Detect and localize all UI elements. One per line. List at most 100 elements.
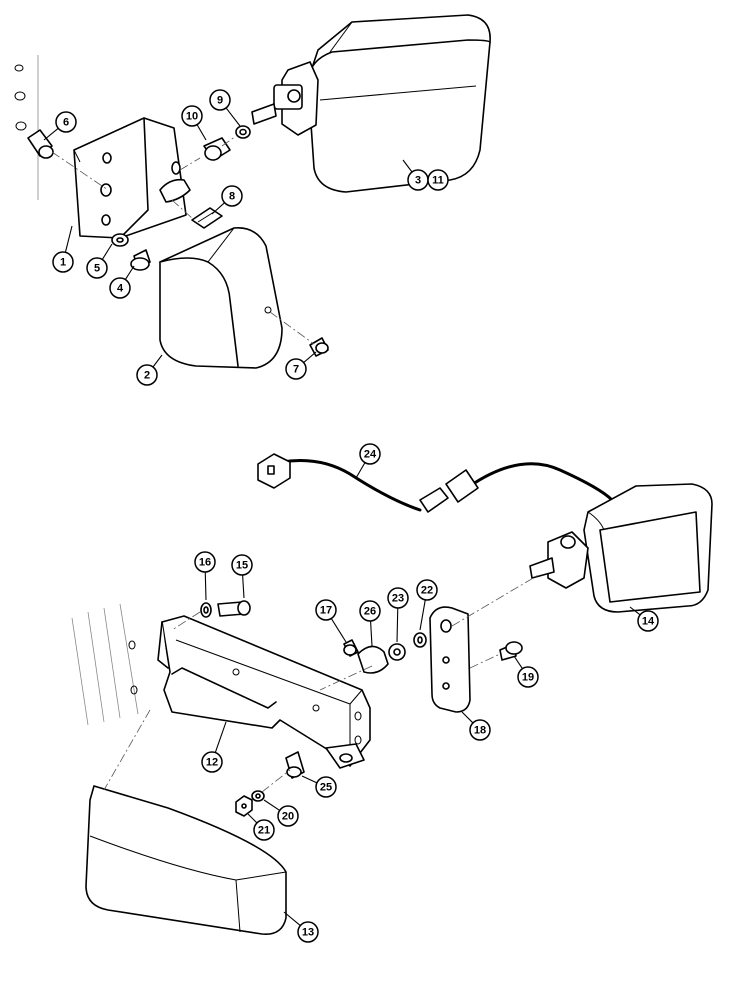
callout-circle [416,579,438,601]
callout-circle [297,921,319,943]
callout-number: 20 [282,811,294,823]
callout-circle [181,105,203,127]
leader-line [152,354,163,368]
callout-number: 14 [642,616,655,628]
callout-circle [86,257,108,279]
callout-circle [55,111,77,133]
leader-line [43,127,59,141]
callout-number: 4 [117,283,124,295]
leader-line [124,265,135,280]
leader-line [101,243,113,260]
callout-number: 19 [522,672,534,684]
callout-circle [315,599,337,621]
callout-22: 22 [416,579,438,631]
callout-17: 17 [315,599,347,643]
screw-part-7 [309,337,329,357]
callout-10: 10 [181,105,207,141]
callout-number: 15 [236,560,248,572]
callout-1: 1 [52,225,74,273]
leader-line [64,225,73,253]
leader-line [461,711,474,724]
callout-circle [201,751,223,773]
callout-24: 24 [355,443,381,479]
callout-circle [315,776,337,798]
callout-number: 9 [217,95,223,107]
callout-20: 20 [263,799,299,827]
callout-number: 21 [258,825,270,837]
cap-part-26 [357,645,389,674]
cab-pillar-outline-lower [71,603,139,726]
callout-number: 12 [206,757,218,769]
callout-number: 16 [199,557,211,569]
callout-circle [285,358,307,380]
lamp-bracket-lower [157,615,371,769]
callout-circle [427,169,449,191]
bracket-cover-upper [159,227,283,369]
leader-line [402,159,413,173]
leader-line [214,721,227,753]
washer-part-5 [111,233,129,247]
washer-part-22 [413,632,427,648]
mounting-plate-part-18 [429,606,471,713]
leader-line [370,620,373,647]
callout-19: 19 [513,655,539,688]
callout-number: 10 [186,111,198,123]
lamp-mount-stud-lower [529,531,589,589]
callout-circle [194,551,216,573]
bolt-part-19 [499,641,523,661]
bracket-cover-lower [85,785,287,935]
callout-16: 16 [194,551,216,601]
nut-part-21 [235,795,253,817]
bushing-part-6 [27,129,54,159]
lamp-housing-upper [307,14,491,193]
callout-circle [221,185,243,207]
bushing-part-25 [285,751,305,779]
washer-part-16 [200,602,212,618]
callout-circle [209,89,231,111]
leader-line [513,655,523,669]
spacer-part-23 [388,643,406,661]
callout-number: 17 [320,605,332,617]
callout-number: 5 [94,263,100,275]
callout-circle [52,251,74,273]
callout-circle [277,805,299,827]
callout-12: 12 [201,721,227,773]
callout-number: 18 [474,725,486,737]
callout-number: 6 [63,117,69,129]
washer-part-20 [251,790,265,802]
callout-9: 9 [209,89,241,127]
leader-line [242,574,245,599]
leader-line [204,571,207,601]
callout-11: 11 [427,169,449,191]
clip-nut-part-8 [191,207,223,229]
bolt-part-15 [217,600,251,617]
leader-line [283,911,301,927]
callout-circle [231,554,253,576]
callout-23: 23 [387,587,409,643]
mirror-bracket-upper [73,117,191,239]
callout-6: 6 [43,111,77,141]
callout-7: 7 [285,351,317,380]
leader-line [301,775,318,784]
callout-4: 4 [109,265,135,299]
callout-circle [359,600,381,622]
callout-circle [637,610,659,632]
leader-line [225,107,241,127]
leader-line [629,606,641,616]
callout-circle [109,277,131,299]
callout-21: 21 [247,813,275,841]
lamp-mount-stud-upper [251,61,319,136]
cab-pillar-outline [14,55,39,200]
callout-number: 23 [392,593,404,605]
work-lamp-lower [583,483,713,613]
callout-14: 14 [629,606,659,632]
washer-part-9 [235,125,251,139]
callout-number: 2 [144,370,150,382]
callout-26: 26 [359,600,381,647]
callout-circle [359,443,381,465]
leader-line [355,462,366,479]
leader-line [196,124,207,141]
callout-number: 25 [320,782,332,794]
spacer-part-10 [203,137,231,161]
